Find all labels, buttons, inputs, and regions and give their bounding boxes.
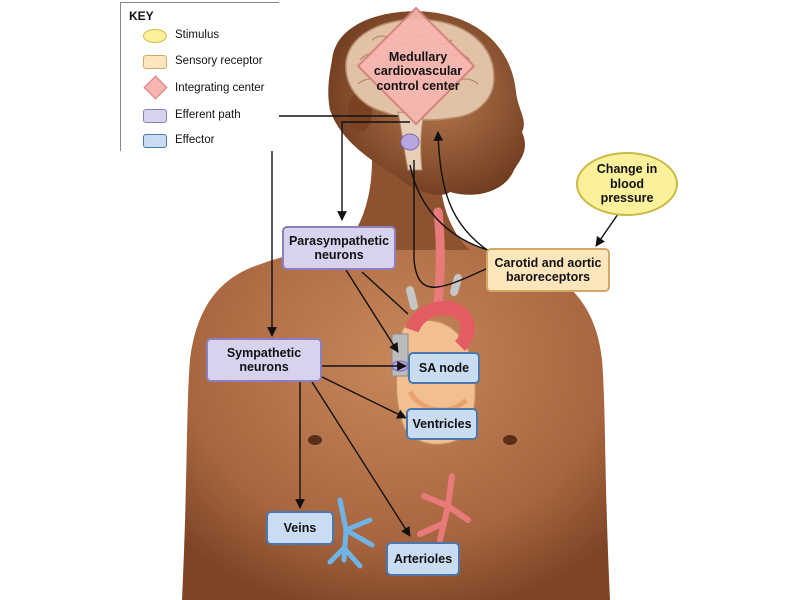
parasympathetic-line1: Parasympathetic	[288, 233, 390, 248]
effector-swatch	[143, 134, 167, 148]
brachiocephalic-artery	[406, 286, 418, 310]
integrating-center-line1: Medullary	[388, 50, 448, 64]
arrow-symp-to-ventricles	[319, 375, 407, 419]
efferent-path-swatch	[143, 109, 167, 123]
stimulus-swatch	[143, 29, 167, 43]
medulla-dot	[400, 133, 420, 151]
subclavian-artery	[450, 274, 462, 296]
arrow-center-to-parasympathetic	[337, 121, 410, 221]
stimulus-line2: blood	[609, 176, 644, 191]
integrating-center-label: Medullary cardiovascular control center	[348, 50, 488, 93]
arrow-symp-to-arterioles	[311, 381, 411, 537]
key-label-stimulus: Stimulus	[175, 29, 220, 41]
vein-branches	[327, 497, 375, 569]
arrow-stimulus-to-receptor	[595, 213, 619, 247]
sensory-receptor-baroreceptors: Carotid and aortic baroreceptors	[486, 248, 610, 292]
sympathetic-neurons-box: Sympathetic neurons	[206, 338, 322, 382]
aortic-arch	[405, 300, 475, 351]
receptor-line2: baroreceptors	[505, 270, 591, 284]
sensory-receptor-swatch	[143, 55, 167, 69]
arrow-para-to-sa	[345, 269, 399, 353]
stimulus-line3: pressure	[600, 191, 654, 206]
arrow-receptor-to-center-a	[433, 131, 491, 253]
arrow-receptor-to-center-c	[413, 160, 489, 288]
stimulus-change-in-blood-pressure: Change in blood pressure	[576, 152, 678, 216]
receptor-line1: Carotid and aortic	[494, 255, 602, 270]
sympathetic-line2: neurons	[239, 360, 289, 374]
left-nipple	[308, 435, 322, 445]
arteriole-branches	[417, 473, 471, 543]
carotid-artery	[433, 207, 445, 310]
key-label-efferent-path: Efferent path	[175, 109, 241, 121]
arrow-para-to-ventricles-line	[361, 271, 409, 315]
stimulus-line1: Change in	[596, 162, 658, 177]
key-title: KEY	[129, 9, 154, 23]
effector-veins: Veins	[266, 511, 334, 545]
effector-ventricles: Ventricles	[406, 408, 478, 440]
key-legend: KEY Stimulus Sensory receptor Integratin…	[120, 2, 279, 151]
effector-sa-node: SA node	[408, 352, 480, 384]
parasympathetic-line2: neurons	[314, 248, 364, 262]
integrating-center-line3: control center	[376, 78, 460, 93]
integrating-center-line2: cardiovascular	[373, 64, 463, 79]
key-label-effector: Effector	[175, 134, 215, 146]
parasympathetic-neurons-box: Parasympathetic neurons	[282, 226, 396, 270]
key-label-sensory-receptor: Sensory receptor	[175, 55, 263, 67]
integrating-center-swatch	[143, 75, 168, 100]
key-label-integrating-center: Integrating center	[175, 82, 265, 94]
effector-arterioles: Arterioles	[386, 542, 460, 576]
sympathetic-line1: Sympathetic	[226, 345, 302, 360]
right-nipple	[503, 435, 517, 445]
